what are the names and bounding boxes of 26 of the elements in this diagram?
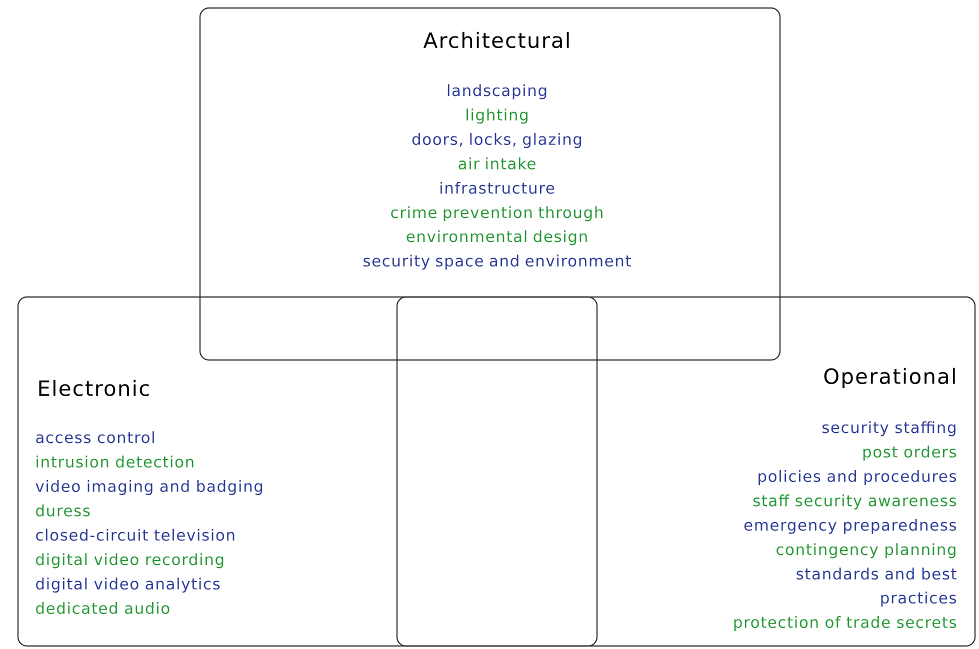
heading: Electronic <box>39 380 149 396</box>
list-item: staff security awareness <box>753 494 956 510</box>
list-item: emergency preparedness <box>744 518 956 534</box>
list-item: digital video analytics <box>36 578 220 593</box>
list-item: dedicated audio <box>36 602 170 614</box>
list-item: access control <box>36 431 154 444</box>
list-item: policies and procedures <box>758 470 956 486</box>
list-item: lighting <box>466 108 528 124</box>
heading: Architectural <box>423 32 569 48</box>
list-item: protection of trade secrets <box>734 616 956 632</box>
list-item: intrusion detection <box>36 456 194 468</box>
list-item: crime prevention through environmental design <box>391 206 602 246</box>
heading: Operational <box>824 368 955 388</box>
list-item: security space and environment <box>364 254 631 270</box>
list-item: landscaping <box>448 84 546 100</box>
list-item: doors, locks, glazing <box>412 133 582 148</box>
list-item: security staffing <box>822 421 956 436</box>
list-item: video imaging and badging <box>36 480 262 496</box>
list-item: post orders <box>863 446 956 461</box>
list-item: standards and best practices <box>796 568 956 607</box>
list-item: infrastructure <box>440 182 554 194</box>
list-item: air intake <box>458 157 536 170</box>
list-item: duress <box>36 504 90 516</box>
list-item: digital video recording <box>36 553 224 568</box>
list-item: contingency planning <box>776 543 956 558</box>
list-item: closed-circuit television <box>36 528 234 541</box>
